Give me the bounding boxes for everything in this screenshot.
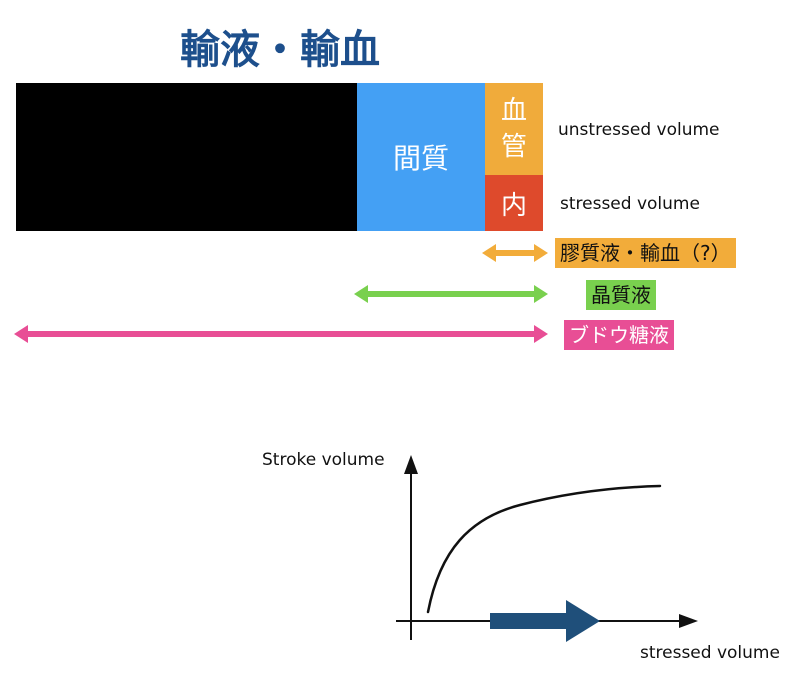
vascular-char-1: 血 <box>500 96 527 126</box>
page-title: 輸液・輸血 <box>180 27 380 73</box>
x-axis-label: stressed volume <box>640 643 780 663</box>
dextrose-arrow <box>14 325 548 343</box>
y-axis-label: Stroke volume <box>262 450 385 470</box>
vascular-char-2: 管 <box>500 132 527 162</box>
vascular-char-3: 内 <box>500 190 527 221</box>
intracellular-block <box>16 83 357 231</box>
dextrose-tag: ブドウ糖液 <box>564 320 674 350</box>
distribution-arrows <box>14 244 548 343</box>
vascular-stressed-block: 内 <box>485 175 543 231</box>
interstitial-label: 間質 <box>392 142 449 175</box>
stressed-volume-label: stressed volume <box>560 194 700 214</box>
starling-curve <box>426 484 662 614</box>
y-axis <box>404 455 418 640</box>
colloid-tag: 膠質液・輸血（?） <box>555 238 736 268</box>
crystalloid-arrow <box>354 285 548 303</box>
volume-increase-arrow <box>490 600 600 642</box>
interstitial-block: 間質 <box>357 83 485 231</box>
vascular-unstressed-block: 血 管 <box>485 83 543 175</box>
unstressed-volume-label: unstressed volume <box>558 120 720 140</box>
colloid-arrow <box>482 244 548 262</box>
crystalloid-tag: 晶質液 <box>586 280 656 310</box>
